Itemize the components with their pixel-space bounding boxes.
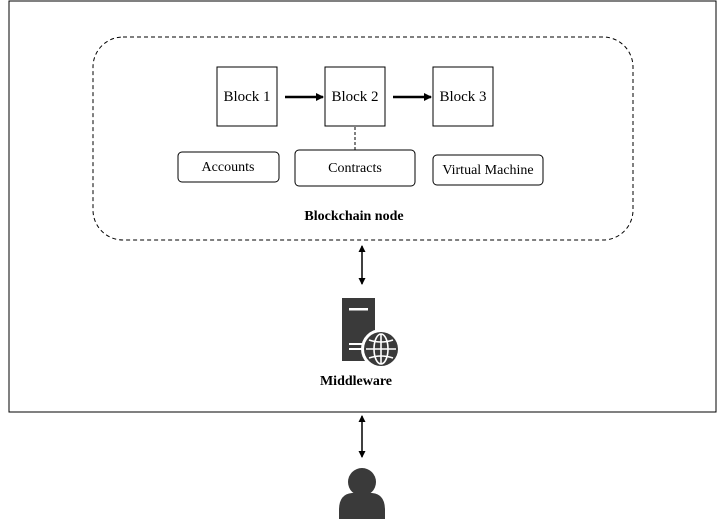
block-2-label: Block 2 <box>331 89 379 105</box>
blockchain-node-container <box>92 36 634 241</box>
contracts-box <box>294 149 416 187</box>
block-1-label: Block 1 <box>223 89 271 105</box>
middleware-label: Middleware <box>319 374 393 389</box>
virtual-machine-box <box>432 154 544 186</box>
blockchain-node-label: Blockchain node <box>304 209 404 224</box>
server-globe-icon <box>342 298 401 369</box>
accounts-box <box>177 151 280 183</box>
system-boundary <box>8 0 717 413</box>
block-3-label: Block 3 <box>439 89 487 105</box>
block-1-box <box>216 66 278 127</box>
block-3-box <box>432 66 494 127</box>
contracts-label: Contracts <box>328 161 382 176</box>
user-icon <box>339 468 385 519</box>
accounts-label: Accounts <box>201 160 255 175</box>
virtual-machine-label: Virtual Machine <box>442 163 534 178</box>
block-2-box <box>324 66 386 127</box>
